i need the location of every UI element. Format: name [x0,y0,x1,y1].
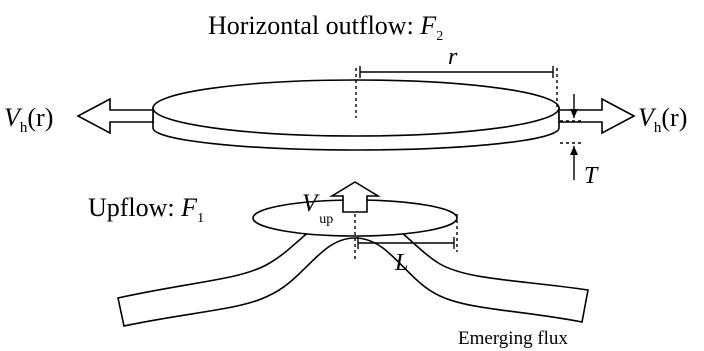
label-r: r [448,44,458,70]
outflow-title: Horizontal outflow: F2 [208,11,443,44]
length-L-marker: L [354,208,458,276]
right-velocity-label: Vh(r) [638,103,687,136]
vup-label: Vup [302,190,333,227]
vup-subscript: up [319,212,333,227]
right-h-subscript: h [654,120,662,136]
label-T: T [584,163,599,189]
outflow-title-text: Horizontal outflow: [208,11,420,40]
upflow-label: Upflow: F1 [88,193,204,226]
upflow-subscript: 1 [197,211,204,226]
vup-V: V [302,190,320,217]
outflow-subscript: 2 [436,29,443,44]
upflow-arrow [329,181,381,213]
right-outflow-arrow [558,97,636,135]
left-h-subscript: h [20,120,28,136]
right-r-arg: (r) [661,103,687,132]
left-velocity-label: Vh(r) [4,103,53,136]
right-V: V [638,103,657,132]
left-outflow-arrow [76,97,154,135]
outflow-F: F [419,11,437,40]
upflow-text: Upflow: [88,193,181,222]
emerging-flux-label: Emerging flux [458,328,568,349]
emerging-flux-tube [117,211,589,327]
label-L: L [394,250,408,276]
upflow-F: F [180,193,198,222]
outflow-disk [152,79,560,151]
left-r-arg: (r) [27,103,53,132]
thickness-T-marker: T [560,94,599,189]
radius-r-marker: r [355,44,558,118]
left-V: V [4,103,23,132]
